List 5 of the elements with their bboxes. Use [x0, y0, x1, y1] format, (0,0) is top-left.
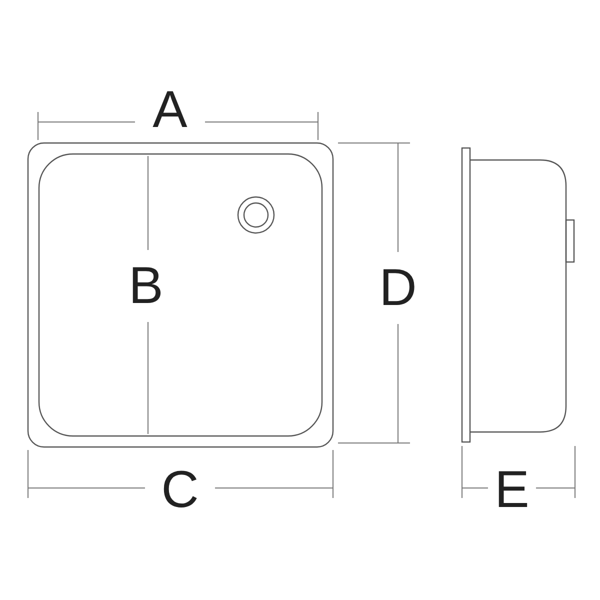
dimension-label: D: [379, 262, 417, 314]
dimension-label: E: [494, 464, 530, 516]
dimension-label: A: [152, 84, 188, 136]
dimension-label: B: [128, 260, 164, 312]
dimension-label: C: [161, 464, 199, 516]
